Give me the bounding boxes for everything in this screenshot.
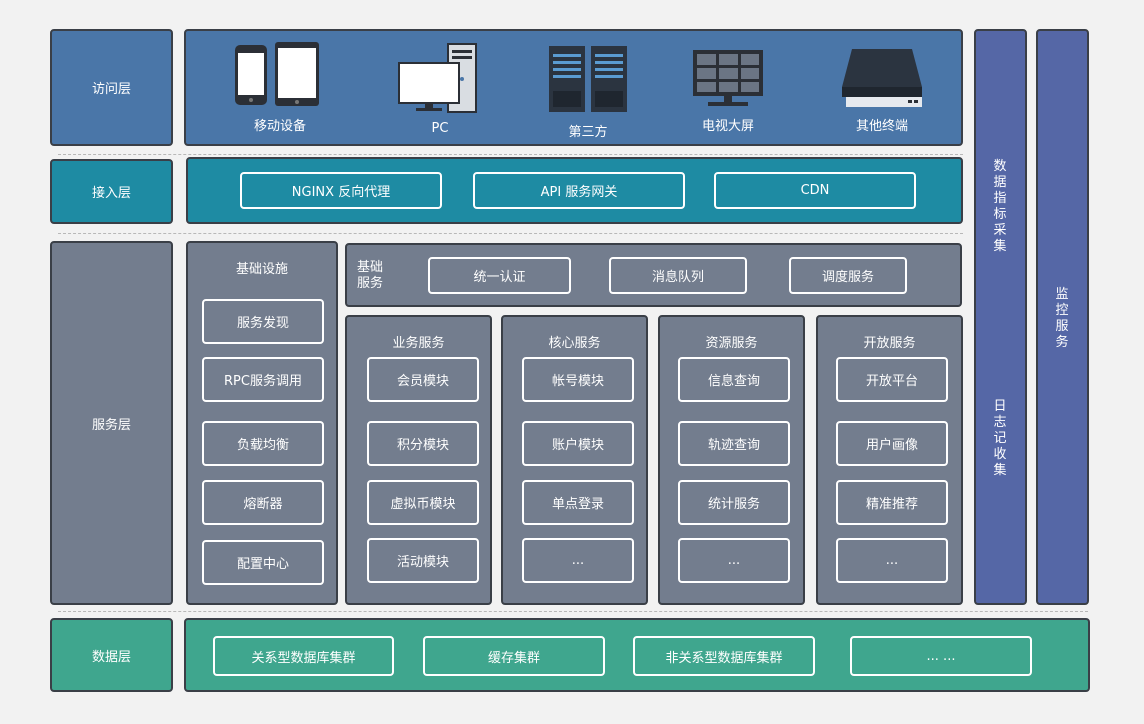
pc-icon <box>398 43 477 113</box>
device-other: 其他终端 <box>822 39 942 139</box>
mobile-devices-icon <box>235 42 319 106</box>
service-group-title: 开放服务 <box>863 336 916 351</box>
metrics-collection-label: 数据指标采集 <box>993 159 1007 254</box>
ingress-layer-label: 接入层 <box>50 159 173 224</box>
service-module: ... <box>678 538 790 583</box>
service-group-title: 资源服务 <box>705 336 758 351</box>
base-services-title: 基础 服务 <box>357 260 383 292</box>
service-group-core: 核心服务 帐号模块 账户模块 单点登录 ... <box>501 315 648 605</box>
data-layer-panel: 关系型数据库集群 缓存集群 非关系型数据库集群 ... ... <box>184 618 1090 692</box>
service-module: 统计服务 <box>678 480 790 525</box>
service-group-open: 开放服务 开放平台 用户画像 精准推荐 ... <box>816 315 963 605</box>
access-layer-panel: 移动设备 PC 第三方 <box>184 29 963 146</box>
base-service-item: 调度服务 <box>789 257 907 294</box>
service-group-resource: 资源服务 信息查询 轨迹查询 统计服务 ... <box>658 315 805 605</box>
ingress-layer-panel: NGINX 反向代理 API 服务网关 CDN <box>186 157 963 224</box>
cdn: CDN <box>714 172 916 209</box>
cache-cluster: 缓存集群 <box>423 636 605 676</box>
device-label: 第三方 <box>568 125 608 140</box>
device-label: 电视大屏 <box>701 119 754 134</box>
monitoring-service-label: 监控服务 <box>1055 287 1069 350</box>
device-third-party: 第三方 <box>528 39 648 140</box>
data-layer-label: 数据层 <box>50 618 173 692</box>
base-service-item: 统一认证 <box>428 257 571 294</box>
service-module: 用户画像 <box>836 421 948 466</box>
infrastructure-panel: 基础设施 服务发现 RPC服务调用 负载均衡 熔断器 配置中心 <box>186 241 338 605</box>
infra-item: 服务发现 <box>202 299 324 344</box>
service-module: 账户模块 <box>522 421 634 466</box>
service-module: 开放平台 <box>836 357 948 402</box>
service-module: 虚拟币模块 <box>367 480 479 525</box>
device-label: 其他终端 <box>855 119 908 134</box>
service-group-title: 业务服务 <box>392 336 445 351</box>
server-icon <box>549 46 627 112</box>
tv-screen-icon <box>693 50 763 106</box>
service-module: 轨迹查询 <box>678 421 790 466</box>
metrics-logs-sidebar: 数据指标采集 日志记收集 <box>974 29 1027 605</box>
separator-access-ingress <box>58 154 963 155</box>
log-collection-label: 日志记收集 <box>993 399 1007 478</box>
service-module: 活动模块 <box>367 538 479 583</box>
infra-item: 配置中心 <box>202 540 324 585</box>
service-module: 帐号模块 <box>522 357 634 402</box>
service-module: ... <box>836 538 948 583</box>
infra-item: 负载均衡 <box>202 421 324 466</box>
monitoring-sidebar: 监控服务 <box>1036 29 1089 605</box>
relational-db-cluster: 关系型数据库集群 <box>213 636 394 676</box>
device-label: PC <box>431 121 449 136</box>
service-module: ... <box>522 538 634 583</box>
service-group-business: 业务服务 会员模块 积分模块 虚拟币模块 活动模块 <box>345 315 492 605</box>
service-module: 会员模块 <box>367 357 479 402</box>
base-services-title-line1: 基础 <box>357 260 384 275</box>
separator-service-data <box>58 611 1088 612</box>
service-layer-label: 服务层 <box>50 241 173 605</box>
infrastructure-title: 基础设施 <box>235 262 288 277</box>
nosql-db-cluster: 非关系型数据库集群 <box>633 636 815 676</box>
api-gateway: API 服务网关 <box>473 172 685 209</box>
more-data-items: ... ... <box>850 636 1032 676</box>
access-layer-label: 访问层 <box>50 29 173 146</box>
device-mobile: 移动设备 <box>220 39 340 139</box>
service-module: 单点登录 <box>522 480 634 525</box>
scanner-icon <box>842 49 922 107</box>
nginx-reverse-proxy: NGINX 反向代理 <box>240 172 442 209</box>
infra-item: 熔断器 <box>202 480 324 525</box>
service-module: 信息查询 <box>678 357 790 402</box>
separator-ingress-service <box>58 233 963 234</box>
infra-item: RPC服务调用 <box>202 357 324 402</box>
device-label: 移动设备 <box>253 119 306 134</box>
service-module: 精准推荐 <box>836 480 948 525</box>
service-module: 积分模块 <box>367 421 479 466</box>
service-group-title: 核心服务 <box>548 336 601 351</box>
base-services-title-line2: 服务 <box>357 276 384 291</box>
base-services-panel: 基础 服务 统一认证 消息队列 调度服务 <box>345 243 962 307</box>
device-tv: 电视大屏 <box>668 39 788 139</box>
device-pc: PC <box>380 39 500 139</box>
base-service-item: 消息队列 <box>609 257 747 294</box>
